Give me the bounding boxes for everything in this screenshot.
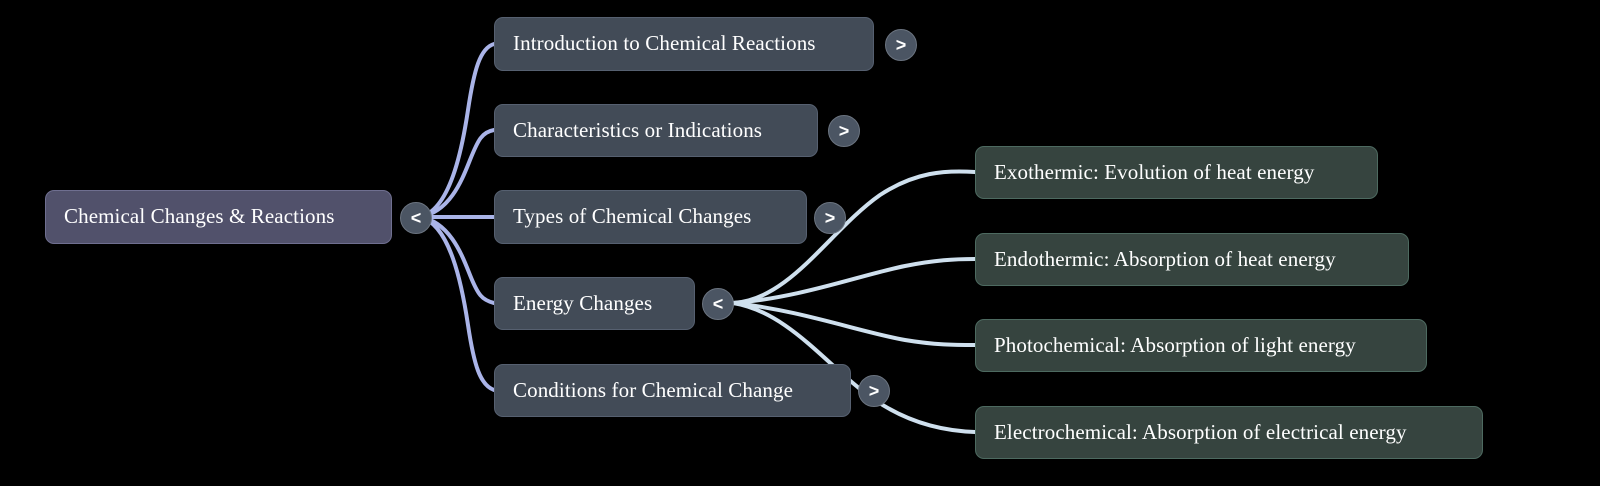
edge-energy-to-photochemical [731,301,977,347]
node-characteristics-label: Characteristics or Indications [513,117,763,142]
node-endothermic-label: Endothermic: Absorption of heat energy [994,246,1336,271]
node-root-label: Chemical Changes & Reactions [64,204,335,229]
root-collapse-badge[interactable]: < [400,202,432,234]
node-characteristics-or-indications[interactable]: Characteristics or Indications [494,104,818,157]
edge-root-to-characteristics [418,128,496,219]
characteristics-expand-badge[interactable]: > [828,115,860,147]
energy-collapse-badge[interactable]: < [702,288,734,320]
node-energy-changes[interactable]: Energy Changes [494,277,695,330]
node-types-of-chemical-changes[interactable]: Types of Chemical Changes [494,190,807,244]
conditions-expand-badge[interactable]: > [858,375,890,407]
edge-root-to-energy [418,215,496,305]
edge-energy-to-endothermic [731,257,977,305]
node-types-label: Types of Chemical Changes [513,204,752,229]
node-photochemical-label: Photochemical: Absorption of light energ… [994,332,1356,357]
node-energy-label: Energy Changes [513,290,653,315]
node-electrochemical-label: Electrochemical: Absorption of electrica… [994,419,1407,444]
introduction-expand-badge[interactable]: > [885,29,917,61]
edge-root-to-conditions [418,215,496,392]
node-electrochemical[interactable]: Electrochemical: Absorption of electrica… [975,406,1483,459]
node-introduction-label: Introduction to Chemical Reactions [513,31,816,56]
types-expand-badge[interactable]: > [814,202,846,234]
node-exothermic[interactable]: Exothermic: Evolution of heat energy [975,146,1378,199]
node-root[interactable]: Chemical Changes & Reactions [45,190,392,244]
node-photochemical[interactable]: Photochemical: Absorption of light energ… [975,319,1427,372]
node-introduction-to-chemical-reactions[interactable]: Introduction to Chemical Reactions [494,17,874,71]
node-conditions-for-chemical-change[interactable]: Conditions for Chemical Change [494,364,851,417]
node-endothermic[interactable]: Endothermic: Absorption of heat energy [975,233,1409,286]
edge-root-to-introduction [418,42,496,219]
node-conditions-label: Conditions for Chemical Change [513,377,794,402]
node-exothermic-label: Exothermic: Evolution of heat energy [994,159,1315,184]
